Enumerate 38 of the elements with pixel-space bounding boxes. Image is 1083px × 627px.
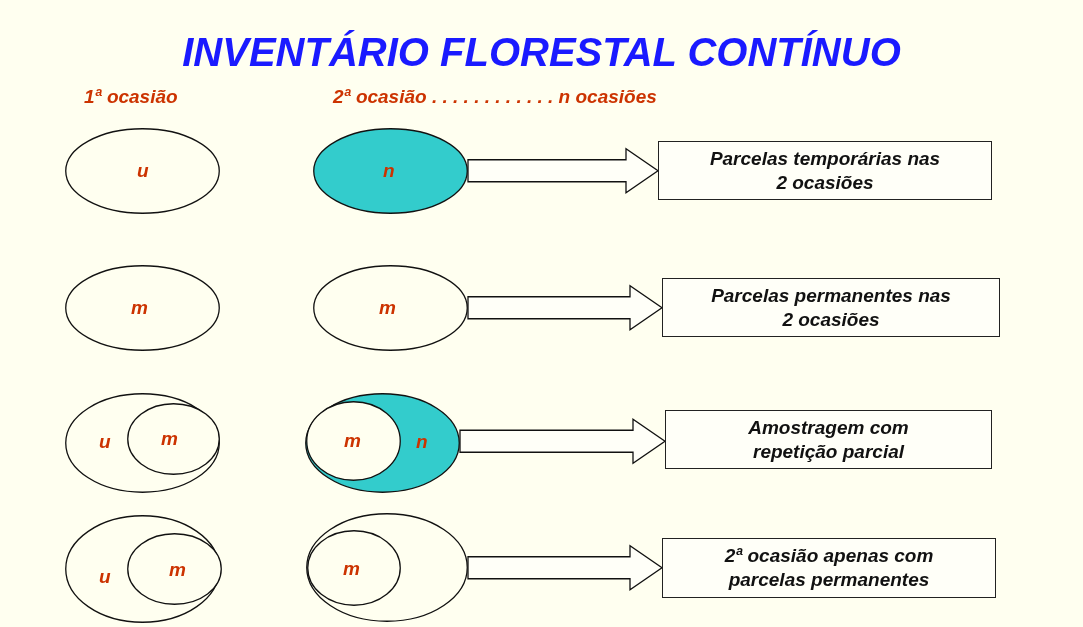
text-box <box>662 278 1000 337</box>
block-arrow <box>467 544 664 591</box>
sample-ellipse <box>65 265 220 351</box>
box-text: Parcelas temporárias nas 2 ocasiões <box>708 146 942 195</box>
column-heading: 1ª ocasião <box>84 86 178 108</box>
block-arrow <box>467 147 660 194</box>
sample-ellipse <box>313 265 468 351</box>
variable-label: u <box>99 431 111 453</box>
text-box <box>662 538 996 598</box>
variable-label: n <box>416 431 428 453</box>
variable-label: u <box>99 566 111 588</box>
block-arrow <box>459 418 667 465</box>
sample-ellipse <box>307 530 401 606</box>
variable-label: m <box>169 559 186 581</box>
box-text: Amostragem com repetição parcial <box>747 415 910 464</box>
sample-ellipse <box>306 401 401 481</box>
sample-ellipse <box>127 533 222 605</box>
block-arrow <box>467 284 664 331</box>
column-heading: 2ª ocasião . . . . . . . . . . . . n ocasiões <box>333 86 657 108</box>
text-box <box>665 410 992 469</box>
sample-ellipse <box>65 128 220 214</box>
sample-ellipse <box>65 515 220 623</box>
sample-ellipse <box>305 393 460 493</box>
sample-ellipse <box>65 393 220 493</box>
variable-label: m <box>343 558 360 580</box>
variable-label: m <box>161 428 178 450</box>
variable-label: m <box>131 297 148 319</box>
variable-label: u <box>137 160 149 182</box>
variable-label: n <box>383 160 395 182</box>
sample-ellipse <box>313 128 468 214</box>
box-text: Parcelas permanentes nas 2 ocasiões <box>711 283 951 332</box>
variable-label: m <box>344 430 361 452</box>
title: INVENTÁRIO FLORESTAL CONTÍNUO <box>181 30 902 75</box>
sample-ellipse <box>127 403 220 475</box>
sample-ellipse <box>306 513 468 622</box>
text-box <box>658 141 992 200</box>
variable-label: m <box>379 297 396 319</box>
box-text: 2ª ocasião apenas com parcelas permanentes <box>723 544 935 592</box>
